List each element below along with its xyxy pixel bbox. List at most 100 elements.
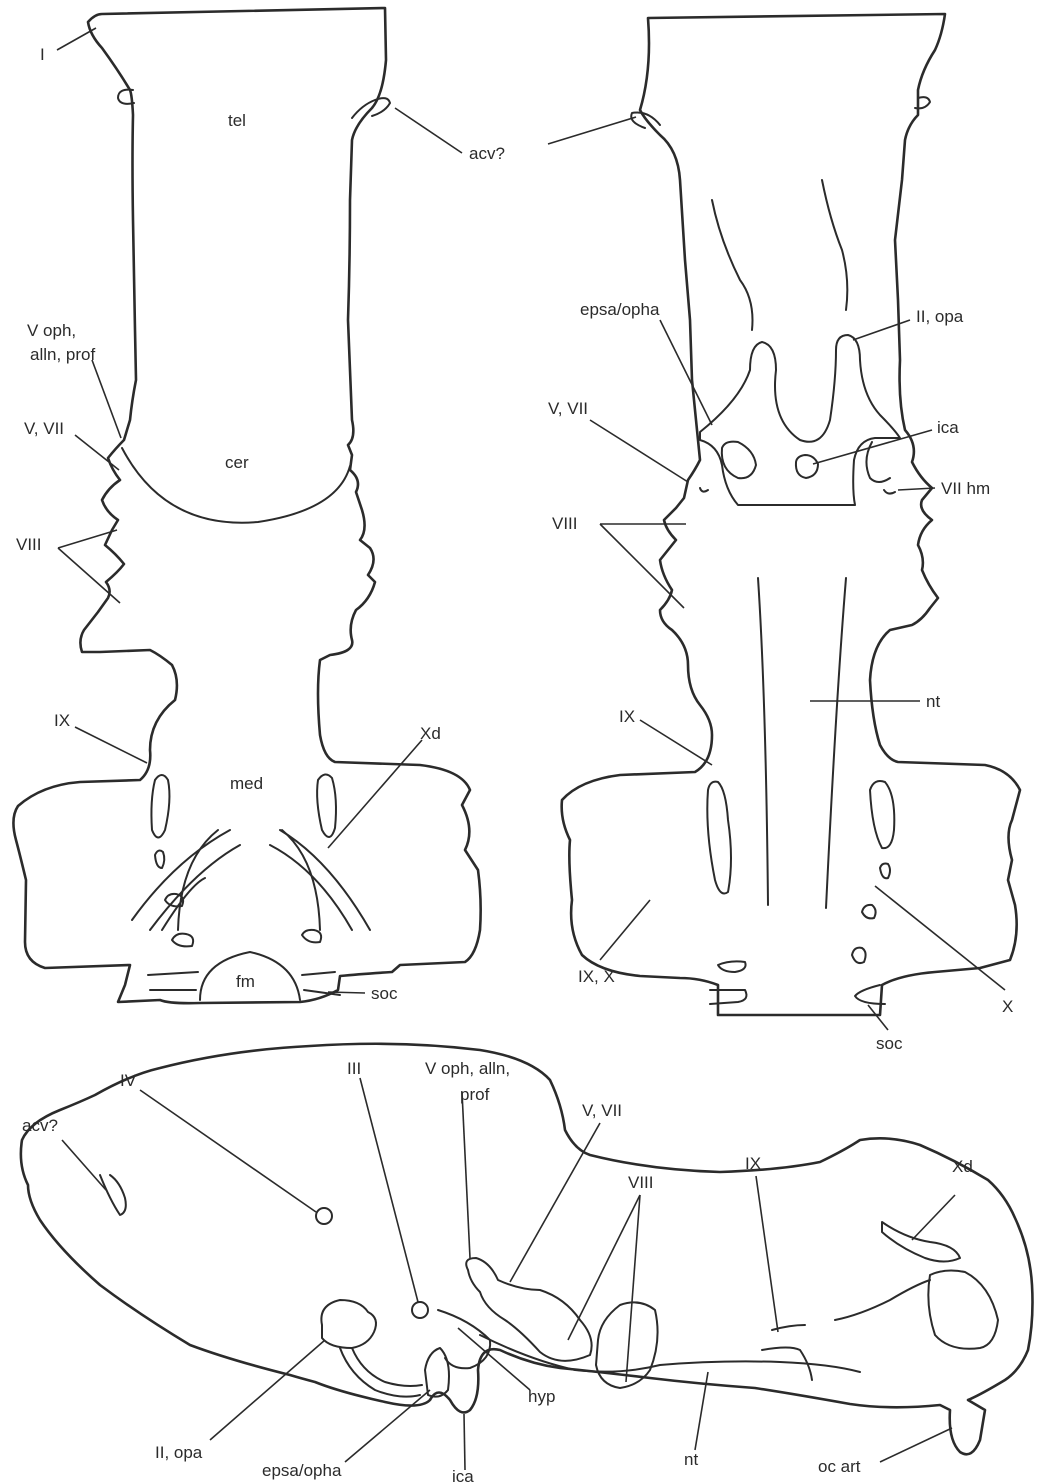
leader-lateral-xd xyxy=(912,1195,955,1240)
lateral-iii-foramen xyxy=(412,1302,428,1318)
leader-lateral-iii xyxy=(360,1078,418,1302)
leader-lateral-epsa xyxy=(345,1390,430,1462)
dorsal-braincase-outline xyxy=(13,8,480,1003)
label-ventral-ix-x: IX, X xyxy=(578,967,615,986)
ventral-notochord-left xyxy=(758,578,768,905)
leader-ventral-ix xyxy=(640,720,712,765)
label-lateral-oc-art: oc art xyxy=(818,1457,861,1476)
ventral-foramen-ix-right xyxy=(870,781,894,848)
lateral-acv-feature xyxy=(100,1175,126,1215)
label-dorsal-tel: tel xyxy=(228,111,246,130)
leader-lateral-viii-a xyxy=(568,1195,640,1340)
leader-lateral-ix xyxy=(756,1176,778,1332)
lateral-xd-feature xyxy=(882,1222,960,1262)
ventral-foramen-ix-left xyxy=(707,782,731,894)
label-dorsal-viii: VIII xyxy=(16,535,42,554)
label-lateral-iii: III xyxy=(347,1059,361,1078)
dorsal-foramen-small-left xyxy=(155,851,164,868)
leader-dorsal-xd xyxy=(328,740,422,848)
ventral-braincase-outline xyxy=(562,14,1020,1015)
label-lateral-hyp: hyp xyxy=(528,1387,555,1406)
dorsal-foramen-occ-left-2 xyxy=(172,934,193,947)
ventral-foramen-x-1 xyxy=(862,905,876,919)
ventral-vii-small-left xyxy=(700,488,708,492)
label-ventral-soc: soc xyxy=(876,1034,903,1053)
label-dorsal-I: I xyxy=(40,45,45,64)
dorsal-soc-left xyxy=(148,972,198,990)
lateral-posterior-lines xyxy=(835,1280,930,1320)
lateral-opa-stem xyxy=(340,1348,422,1397)
label-dorsal-v-vii: V, VII xyxy=(24,419,64,438)
lateral-v-vii-structure xyxy=(466,1258,591,1361)
ventral-ica-foramen xyxy=(796,455,818,478)
ventral-foramen-small-right xyxy=(880,864,890,879)
label-dorsal-xd: Xd xyxy=(420,724,441,743)
leader-lateral-viii-b xyxy=(626,1195,640,1382)
label-lateral-ica: ica xyxy=(452,1467,474,1483)
leader-lateral-iv xyxy=(140,1090,316,1212)
ventral-trabecular-lines xyxy=(712,180,847,330)
label-lateral-xd: Xd xyxy=(952,1157,973,1176)
leader-ventral-v-vii xyxy=(590,420,688,482)
ventral-occ-left xyxy=(718,961,746,972)
leader-dorsal-I xyxy=(57,28,96,50)
label-dorsal-v-oph-1: V oph, xyxy=(27,321,76,340)
leader-ventral-epsa xyxy=(660,320,712,425)
leader-lateral-ii-opa xyxy=(210,1340,325,1440)
leader-lines xyxy=(57,28,1005,1470)
ventral-notochord-right xyxy=(826,578,846,908)
label-ventral-ix: IX xyxy=(619,707,635,726)
labels: I tel acv? V oph, alln, prof V, VII cer … xyxy=(16,45,1013,1483)
lateral-view xyxy=(21,1044,1033,1455)
lateral-braincase-outline xyxy=(21,1044,1033,1455)
ventral-foramen-x-2 xyxy=(852,948,866,963)
lateral-epsa-opha xyxy=(425,1348,449,1397)
ventral-epsa-ring xyxy=(700,335,900,505)
leader-dorsal-ix xyxy=(75,727,147,763)
label-dorsal-fm: fm xyxy=(236,972,255,991)
label-lateral-epsa: epsa/opha xyxy=(262,1461,342,1480)
ventral-fenestra-left xyxy=(722,442,756,479)
label-ventral-nt: nt xyxy=(926,692,940,711)
label-dorsal-ix: IX xyxy=(54,711,70,730)
label-lateral-iv: IV xyxy=(120,1071,137,1090)
leader-lateral-v-oph xyxy=(462,1092,470,1258)
label-lateral-ix: IX xyxy=(745,1154,761,1173)
dorsal-foramen-occ-right-1 xyxy=(302,930,321,943)
leader-dorsal-viii-b xyxy=(58,548,120,603)
leader-lateral-oc-art xyxy=(880,1428,952,1462)
label-ventral-ica: ica xyxy=(937,418,959,437)
leader-ventral-soc xyxy=(868,1005,888,1030)
label-dorsal-soc: soc xyxy=(371,984,398,1003)
lateral-iv-foramen xyxy=(316,1208,332,1224)
dorsal-foramen-ix-right xyxy=(317,774,336,837)
dorsal-view xyxy=(13,8,480,1003)
lateral-hyp xyxy=(438,1310,490,1368)
dorsal-foramen-ix-left xyxy=(151,775,169,838)
label-lateral-ii-opa: II, opa xyxy=(155,1443,203,1462)
lateral-posterior-ring xyxy=(928,1271,998,1349)
ventral-vii-small-right xyxy=(884,490,895,494)
leader-lateral-acv xyxy=(62,1140,106,1190)
leader-lateral-ica xyxy=(464,1414,465,1470)
label-lateral-viii: VIII xyxy=(628,1173,654,1192)
label-ventral-v-vii: V, VII xyxy=(548,399,588,418)
ventral-soc-left xyxy=(710,990,746,1004)
leader-ventral-acv xyxy=(548,117,636,144)
leader-lateral-v-vii xyxy=(510,1123,600,1282)
label-dorsal-cer: cer xyxy=(225,453,249,472)
ventral-view xyxy=(562,14,1020,1015)
label-ventral-viii: VIII xyxy=(552,514,578,533)
leader-dorsal-soc xyxy=(328,992,365,993)
label-dorsal-med: med xyxy=(230,774,263,793)
label-ventral-x: X xyxy=(1002,997,1013,1016)
label-lateral-v-vii: V, VII xyxy=(582,1101,622,1120)
leader-dorsal-acv xyxy=(395,108,462,153)
label-ventral-vii-hm: VII hm xyxy=(941,479,990,498)
label-lateral-acv: acv? xyxy=(22,1116,58,1135)
label-ventral-epsa: epsa/opha xyxy=(580,300,660,319)
leader-dorsal-v-oph xyxy=(92,360,121,438)
label-lateral-v-oph-1: V oph, alln, xyxy=(425,1059,510,1078)
lateral-ii-opa xyxy=(321,1300,376,1348)
